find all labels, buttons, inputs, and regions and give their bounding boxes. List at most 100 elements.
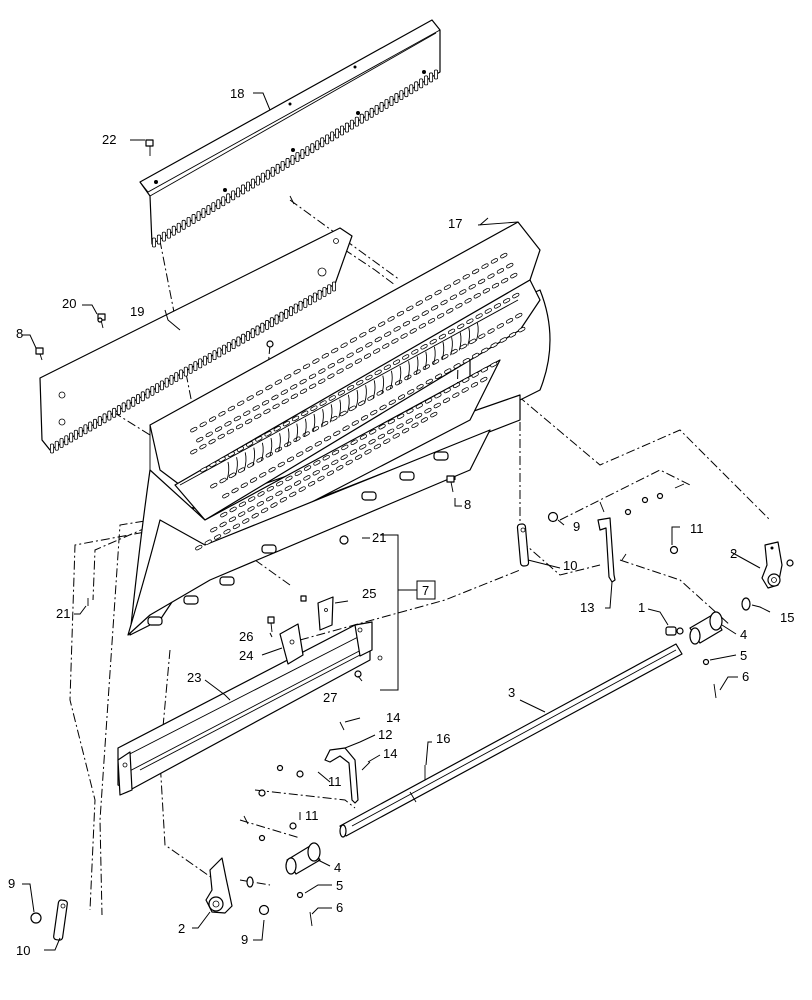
callout-4-lower: 4 (334, 860, 341, 875)
grate-slot (289, 491, 297, 498)
link-10-left (53, 899, 68, 941)
grate-slot (342, 425, 350, 431)
grate-slot (286, 456, 295, 463)
comb-tooth (136, 394, 141, 404)
grate-slot (462, 273, 470, 280)
callout-11-center: 11 (328, 774, 342, 789)
grate-slot (273, 425, 281, 432)
comb-tooth (394, 93, 399, 103)
grate-slot (411, 422, 419, 429)
comb-tooth (231, 190, 236, 201)
grate-slot (341, 444, 349, 451)
comb-teeth (151, 69, 438, 248)
grate-rib (475, 322, 479, 341)
grate-rib (286, 428, 290, 447)
comb-tooth (359, 113, 364, 124)
grate-slot (425, 378, 433, 385)
grate-slot (421, 310, 429, 316)
grate-ribs (226, 322, 479, 481)
grate-slot (208, 438, 216, 445)
comb-tooth (174, 372, 179, 383)
grate-slot (327, 373, 335, 379)
comb-tooth (284, 309, 289, 319)
grate-slot (427, 318, 436, 324)
grate-slot (285, 475, 293, 482)
grate-slot (359, 444, 367, 450)
grate-rib (407, 361, 410, 380)
grate-slot (510, 272, 518, 279)
grate-slot (266, 495, 274, 502)
grate-slot (284, 374, 292, 380)
grate-slot (340, 342, 348, 349)
bolt-22 (145, 139, 154, 156)
grate-slot (382, 343, 390, 349)
comb-tooth (327, 284, 332, 295)
grate-slot (412, 315, 420, 322)
nut-27 (354, 670, 362, 678)
grate-slot (478, 333, 486, 339)
grate-slot (339, 410, 347, 417)
grate-slot (480, 376, 488, 383)
grate-slot (314, 440, 322, 447)
grate-slot (506, 262, 514, 269)
callout-4-right: 4 (740, 627, 747, 642)
grate-rib (252, 447, 256, 466)
comb-tooth (231, 339, 236, 350)
comb-tooth (54, 440, 59, 451)
top-comb-plate (139, 19, 441, 248)
grate-slot (369, 429, 377, 435)
grate-slot (462, 357, 470, 364)
grate-slot (308, 373, 317, 380)
grate-rib (321, 409, 324, 428)
comb-tooth (88, 421, 93, 432)
comb-tooth (150, 385, 155, 396)
comb-tooth (269, 317, 274, 328)
grate-slot (473, 292, 481, 299)
comb-tooth (419, 78, 424, 89)
comb-tooth (188, 363, 193, 374)
grate-slot (236, 446, 245, 452)
grate-slot (301, 410, 309, 417)
comb-tooth (339, 125, 344, 136)
grate-slot (452, 392, 460, 398)
grate-slot (416, 383, 424, 390)
grate-slot (475, 313, 483, 319)
grate-tabs (147, 451, 449, 626)
callout-15: 15 (780, 610, 794, 625)
grate-rib (450, 337, 453, 356)
grate-slot (313, 460, 321, 466)
comb-tooth (73, 429, 78, 440)
comb-tooth (217, 347, 222, 358)
comb-tooth (78, 427, 83, 437)
callout-20: 20 (62, 296, 76, 311)
grate-slot (331, 347, 339, 354)
grate-slot (397, 394, 406, 400)
comb-tooth (354, 116, 359, 127)
grate-slot (453, 363, 461, 369)
grate-slot (466, 318, 474, 324)
comb-tooth (279, 311, 284, 322)
comb-tooth (424, 75, 429, 86)
grate-slot (387, 428, 395, 435)
grate-slot (272, 403, 280, 410)
grate-slot (493, 303, 502, 309)
grate-slot (299, 378, 307, 385)
callout-21-left: 21 (56, 606, 70, 621)
comb-tooth (193, 361, 198, 372)
grate-slot (345, 459, 353, 466)
grate-slot (322, 454, 330, 461)
grate-slot (317, 475, 325, 482)
comb-tooth (93, 418, 98, 429)
comb-tooth (322, 287, 327, 297)
grate-slot (195, 544, 203, 551)
grate-slot (354, 454, 363, 460)
grate-slot (501, 277, 509, 284)
comb-tooth (183, 366, 188, 377)
grate-slot (199, 443, 207, 450)
comb-tooth (260, 322, 265, 333)
bearing-4-lower (285, 842, 321, 875)
grate-slot (405, 418, 413, 424)
grate-slot (415, 300, 423, 306)
grate-slot (378, 423, 386, 430)
grate-slot (446, 308, 454, 314)
